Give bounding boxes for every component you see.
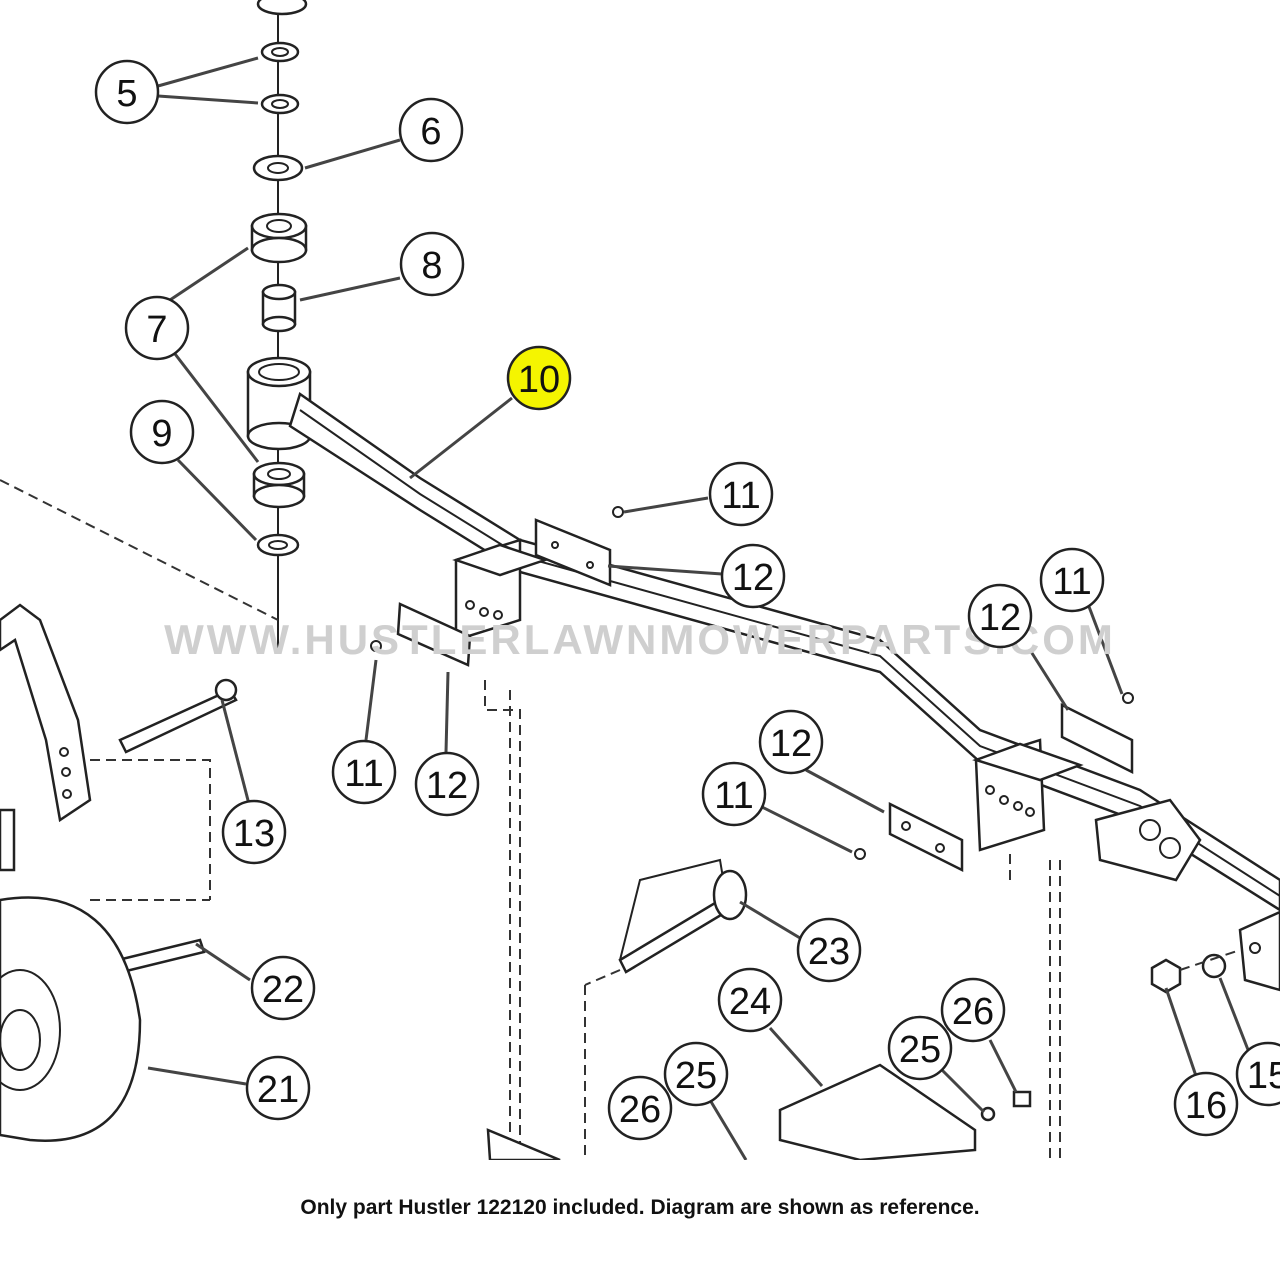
callout-9: 9 xyxy=(129,399,195,465)
svg-text:5: 5 xyxy=(116,73,137,115)
svg-text:10: 10 xyxy=(518,359,560,401)
callout-11: 11 xyxy=(1039,547,1105,613)
callout-12: 12 xyxy=(967,583,1033,649)
svg-text:11: 11 xyxy=(1052,561,1091,603)
callout-12: 12 xyxy=(414,751,480,817)
hitch-pin-assembly xyxy=(486,858,1032,1160)
reference-caption: Only part Hustler 122120 included. Diagr… xyxy=(300,1196,980,1219)
svg-text:15: 15 xyxy=(1247,1055,1280,1097)
callout-13: 13 xyxy=(221,799,287,865)
callout-11: 11 xyxy=(708,461,774,527)
svg-text:16: 16 xyxy=(1185,1085,1227,1127)
callout-24: 24 xyxy=(717,967,783,1033)
svg-text:11: 11 xyxy=(721,475,760,517)
callout-11: 11 xyxy=(701,761,767,827)
svg-text:7: 7 xyxy=(146,309,167,351)
lower-bearings xyxy=(252,461,306,557)
caster-wheel-assembly xyxy=(0,479,279,1142)
callout-12: 12 xyxy=(758,709,824,775)
callout-6: 6 xyxy=(398,97,464,163)
callout-7: 7 xyxy=(124,295,190,361)
callout-12: 12 xyxy=(720,543,786,609)
callout-8: 8 xyxy=(399,231,465,297)
parts-diagram: WWW.HUSTLERLAWNMOWERPARTS.COM 5 6 7 8 9 … xyxy=(0,0,1280,1160)
svg-text:11: 11 xyxy=(714,775,753,817)
svg-text:24: 24 xyxy=(729,981,771,1023)
leader-arrows xyxy=(147,56,1254,1160)
svg-text:12: 12 xyxy=(979,597,1021,639)
callout-11: 11 xyxy=(331,739,397,805)
watermark-text: WWW.HUSTLERLAWNMOWERPARTS.COM xyxy=(164,616,1116,663)
callout-15: 15 xyxy=(1235,1041,1280,1107)
mount-bracket-right xyxy=(854,692,1280,1160)
svg-text:23: 23 xyxy=(808,931,850,973)
svg-text:13: 13 xyxy=(233,813,275,855)
svg-text:12: 12 xyxy=(770,723,812,765)
svg-text:26: 26 xyxy=(619,1089,661,1131)
svg-text:9: 9 xyxy=(151,413,172,455)
svg-text:6: 6 xyxy=(420,111,441,153)
callout-22: 22 xyxy=(250,955,316,1021)
svg-text:21: 21 xyxy=(257,1069,299,1111)
spindle-stack xyxy=(250,0,308,333)
svg-text:8: 8 xyxy=(421,245,442,287)
callouts: 5 6 7 8 9 10 11 12 11 12 11 12 12 11 13 … xyxy=(94,59,1280,1141)
svg-text:12: 12 xyxy=(426,765,468,807)
svg-text:25: 25 xyxy=(899,1029,941,1071)
callout-26: 26 xyxy=(940,977,1006,1043)
svg-text:11: 11 xyxy=(344,753,383,795)
callout-25: 25 xyxy=(887,1015,953,1081)
callout-23: 23 xyxy=(796,917,862,983)
svg-text:12: 12 xyxy=(732,557,774,599)
svg-text:22: 22 xyxy=(262,969,304,1011)
callout-21: 21 xyxy=(245,1055,311,1121)
svg-text:25: 25 xyxy=(675,1055,717,1097)
svg-text:26: 26 xyxy=(952,991,994,1033)
callout-26: 26 xyxy=(607,1075,673,1141)
callout-16: 16 xyxy=(1173,1071,1239,1137)
callout-5: 5 xyxy=(94,59,160,125)
mount-bracket-left xyxy=(370,506,624,1160)
callout-10-highlighted: 10 xyxy=(506,345,572,411)
callout-25: 25 xyxy=(663,1041,729,1107)
